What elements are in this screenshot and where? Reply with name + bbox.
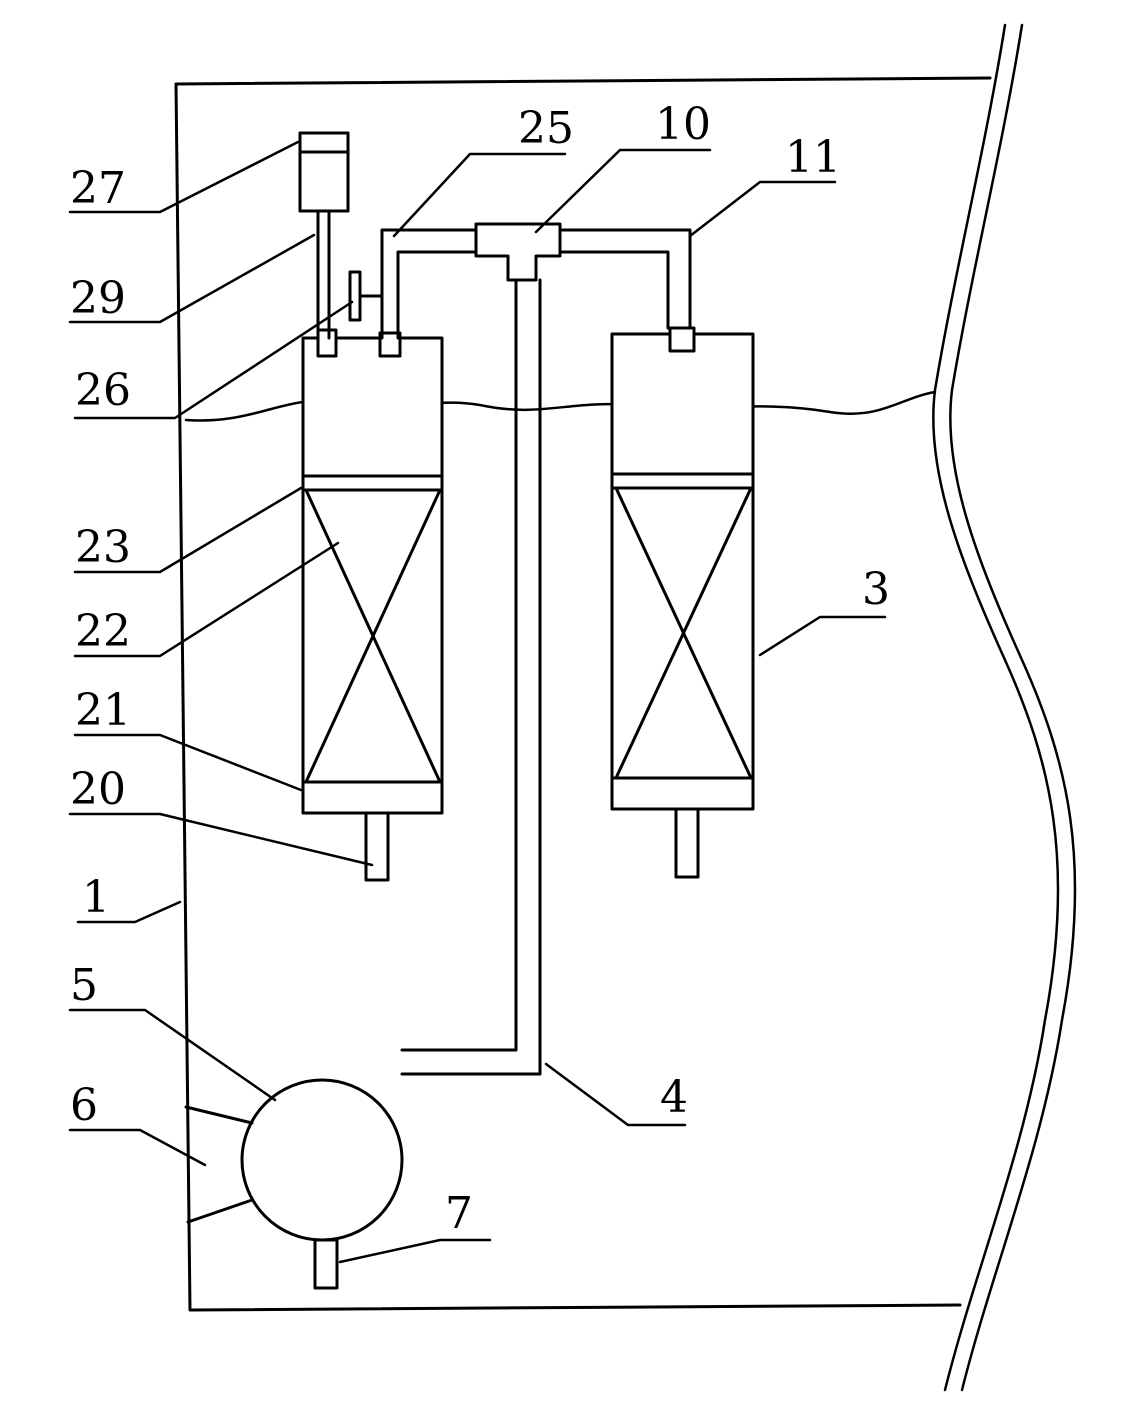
label-25: 25 <box>518 103 574 154</box>
leader-27 <box>68 140 300 214</box>
valve-26 <box>348 270 384 322</box>
tee-10 <box>474 222 562 282</box>
label-11: 11 <box>785 132 841 183</box>
label-1: 1 <box>82 872 110 923</box>
label-10: 10 <box>655 99 711 150</box>
leader-10 <box>534 148 712 234</box>
leader-6 <box>68 1128 207 1167</box>
label-3: 3 <box>862 564 890 615</box>
leader-1 <box>76 900 182 924</box>
leader-4 <box>544 1062 687 1127</box>
left-cartridge <box>301 328 444 882</box>
leader-5 <box>68 1008 277 1102</box>
reference-labels: 27 29 26 25 10 11 23 22 21 20 1 5 6 4 3 … <box>70 99 890 1239</box>
housing <box>174 76 992 1312</box>
label-21: 21 <box>75 685 131 736</box>
leader-29 <box>68 233 316 324</box>
water-level-line <box>184 390 937 422</box>
leader-20 <box>68 812 374 867</box>
label-6: 6 <box>70 1080 98 1131</box>
bracket-6 <box>184 1105 254 1224</box>
pump-5 <box>240 1078 404 1290</box>
leader-22 <box>73 541 340 658</box>
label-27: 27 <box>70 163 126 214</box>
leader-26 <box>73 300 354 420</box>
leader-21 <box>73 733 303 792</box>
leader-25 <box>392 152 567 238</box>
right-cartridge <box>610 326 755 879</box>
leader-7 <box>338 1238 492 1264</box>
pipe-25 <box>380 228 478 340</box>
label-5: 5 <box>70 960 98 1011</box>
leader-23 <box>73 486 303 574</box>
pipe-4 <box>400 278 542 1076</box>
leader-3 <box>758 615 887 657</box>
break-line <box>932 23 1077 1392</box>
label-4: 4 <box>660 1072 688 1123</box>
label-22: 22 <box>75 606 131 657</box>
leader-lines <box>68 140 887 1264</box>
label-23: 23 <box>75 522 131 573</box>
component-27-29 <box>298 131 350 340</box>
label-29: 29 <box>70 273 126 324</box>
pipe-11 <box>558 228 692 330</box>
label-20: 20 <box>70 764 126 815</box>
leader-11 <box>688 180 837 238</box>
label-26: 26 <box>75 365 131 416</box>
label-7: 7 <box>445 1188 473 1239</box>
